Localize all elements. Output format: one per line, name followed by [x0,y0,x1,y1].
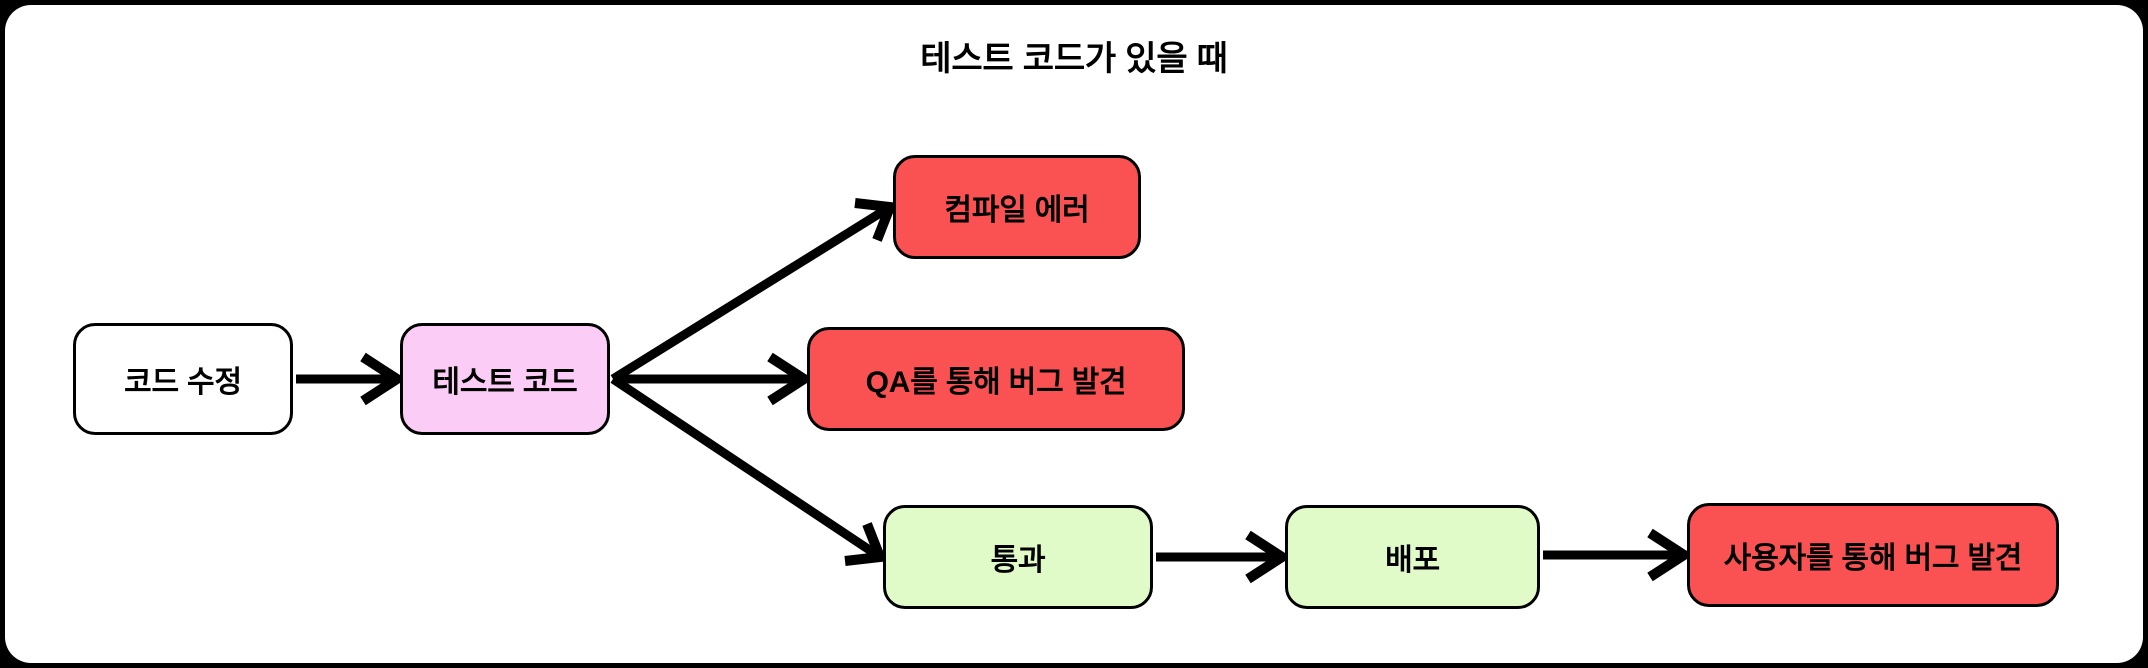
edge-code-fix-to-test-code [296,352,407,406]
node-deploy[interactable]: 배포 [1285,505,1540,609]
diagram-canvas: 테스트 코드가 있을 때 [5,5,2143,663]
edge-test-code-to-qa-bug [613,352,814,406]
node-pass[interactable]: 통과 [883,505,1153,609]
node-user-bug[interactable]: 사용자를 통해 버그 발견 [1687,503,2059,607]
node-label: QA를 통해 버그 발견 [865,366,1127,399]
node-compile-error[interactable]: 컴파일 에러 [893,155,1141,259]
node-test-code[interactable]: 테스트 코드 [400,323,610,435]
node-label: 통과 [990,544,1046,577]
node-label: 사용자를 통해 버그 발견 [1723,542,2023,575]
node-label: 컴파일 에러 [944,194,1090,227]
edge-pass-to-deploy [1156,530,1292,584]
node-qa-bug[interactable]: QA를 통해 버그 발견 [807,327,1185,431]
node-label: 코드 수정 [124,366,242,399]
node-label: 테스트 코드 [432,366,578,399]
node-code-fix[interactable]: 코드 수정 [73,323,293,435]
page-title: 테스트 코드가 있을 때 [920,40,1228,78]
edge-deploy-to-user-bug [1543,528,1694,582]
node-label: 배포 [1385,544,1440,577]
